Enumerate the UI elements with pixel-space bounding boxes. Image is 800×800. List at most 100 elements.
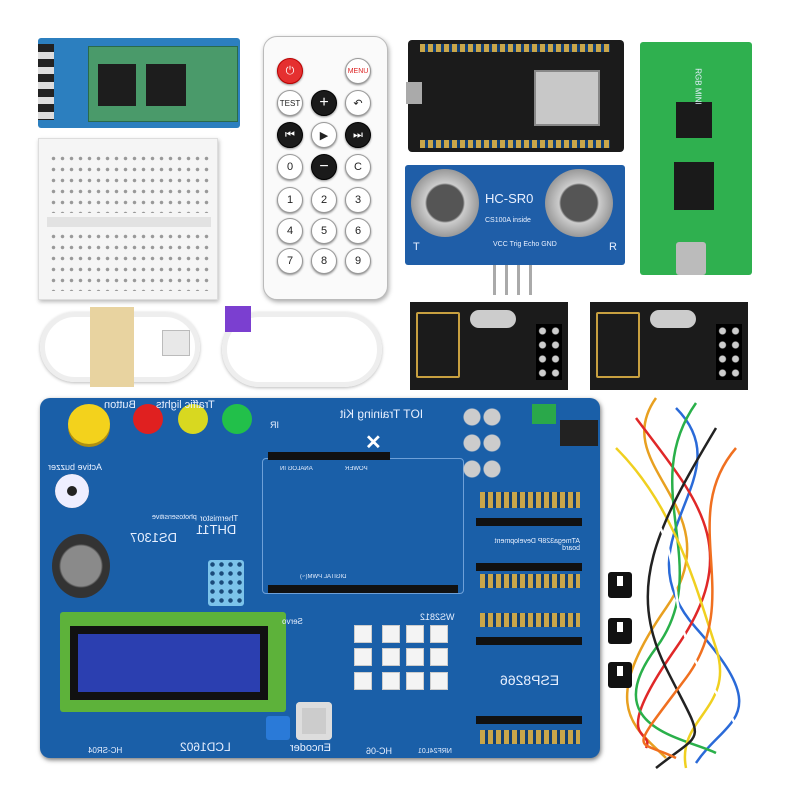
digit-7[interactable]: 7 bbox=[277, 248, 303, 274]
chip-label: CS100A inside bbox=[485, 217, 531, 224]
terminal-block bbox=[532, 404, 556, 424]
cable-tag bbox=[90, 307, 134, 387]
title-label: IOT Training Kit bbox=[340, 407, 424, 421]
dht11-label: DHT11 bbox=[196, 522, 237, 537]
digit-3[interactable]: 3 bbox=[345, 187, 371, 213]
antenna bbox=[596, 312, 640, 378]
arduino-nano-board: RGB MINI bbox=[640, 42, 752, 275]
capacitors bbox=[462, 404, 502, 484]
yellow-led bbox=[178, 404, 208, 434]
usb-c-port bbox=[676, 242, 706, 275]
header bbox=[476, 716, 582, 724]
digit-9[interactable]: 9 bbox=[345, 248, 371, 274]
minus-button[interactable]: − bbox=[311, 154, 337, 180]
power-label: POWER bbox=[345, 466, 368, 472]
rgb-led bbox=[354, 625, 372, 643]
pin-row bbox=[480, 492, 580, 508]
coin-battery bbox=[52, 534, 110, 598]
wire bbox=[625, 486, 740, 759]
bluetooth-module bbox=[38, 38, 240, 128]
pin-row bbox=[480, 613, 580, 627]
transducer bbox=[545, 169, 613, 237]
chip bbox=[676, 102, 712, 138]
play-icon[interactable]: ▶ bbox=[311, 122, 337, 148]
green-led bbox=[222, 404, 252, 434]
lcd-display bbox=[78, 634, 260, 692]
header bbox=[476, 637, 582, 645]
digit-5[interactable]: 5 bbox=[311, 218, 337, 244]
traffic-lights-label: Traffic lights bbox=[156, 399, 215, 411]
c-button[interactable]: C bbox=[345, 154, 371, 180]
yellow-button[interactable] bbox=[68, 404, 110, 444]
header bbox=[476, 563, 582, 571]
rgb-led bbox=[406, 625, 424, 643]
rgb-led bbox=[406, 648, 424, 666]
nrf24-module bbox=[590, 302, 748, 390]
pins bbox=[536, 324, 562, 380]
servo-label: Servo bbox=[282, 617, 303, 626]
ultrasonic-sensor: HC-SR0 CS100A inside VCC Trig Echo GND T… bbox=[405, 165, 625, 265]
wire bbox=[667, 407, 741, 764]
ds1307-label: DS1307 bbox=[130, 530, 177, 545]
plus-button[interactable]: + bbox=[311, 90, 337, 116]
chip bbox=[98, 64, 136, 106]
zero-button[interactable]: 0 bbox=[277, 154, 303, 180]
rgb-led bbox=[382, 648, 400, 666]
digit-1[interactable]: 1 bbox=[277, 187, 303, 213]
next-icon[interactable]: ⏭ bbox=[345, 122, 371, 148]
rgb-led bbox=[382, 672, 400, 690]
header bbox=[268, 585, 458, 593]
red-led bbox=[133, 404, 163, 434]
hc06-label: HC-06 bbox=[366, 746, 393, 756]
jumper-cap bbox=[608, 572, 632, 598]
usb-plug-purple bbox=[225, 306, 251, 332]
digit-8[interactable]: 8 bbox=[311, 248, 337, 274]
lcd1602 bbox=[60, 612, 286, 712]
encoder-label: Encoder bbox=[290, 742, 331, 754]
crystal bbox=[470, 310, 516, 328]
pin-row bbox=[480, 730, 580, 744]
wire bbox=[634, 402, 717, 755]
mini-breadboard bbox=[38, 138, 218, 300]
wire bbox=[646, 427, 718, 769]
holes-top bbox=[49, 153, 209, 213]
usb-plug bbox=[162, 330, 190, 356]
nano-label: RGB MINI bbox=[693, 68, 703, 105]
rgb-led bbox=[382, 625, 400, 643]
digit-6[interactable]: 6 bbox=[345, 218, 371, 244]
jumper-wires bbox=[615, 397, 741, 769]
r-label: R bbox=[609, 241, 617, 253]
menu-button[interactable]: MENU bbox=[345, 58, 371, 84]
digit-2[interactable]: 2 bbox=[311, 187, 337, 213]
nrf-label: NRF24L01 bbox=[418, 748, 452, 755]
header bbox=[268, 452, 332, 460]
jumper-cap bbox=[608, 618, 632, 644]
header bbox=[476, 518, 582, 526]
back-arrow-icon[interactable]: ↶ bbox=[345, 90, 371, 116]
crystal bbox=[650, 310, 696, 328]
buzzer-label: Active buzzer bbox=[48, 462, 103, 472]
power-icon[interactable]: ⏻ bbox=[277, 58, 303, 84]
rgb-led bbox=[354, 648, 372, 666]
esp-module bbox=[534, 70, 600, 126]
header bbox=[330, 452, 390, 460]
potentiometer[interactable] bbox=[266, 716, 290, 740]
nrf24-module bbox=[410, 302, 568, 390]
jumper-cap bbox=[608, 662, 632, 688]
usb-c-cable bbox=[222, 312, 382, 387]
buzzer bbox=[55, 474, 89, 508]
center-channel bbox=[47, 217, 211, 227]
photosensitive-label: photosensitive bbox=[152, 514, 197, 521]
pin-row bbox=[480, 574, 580, 588]
rotary-encoder[interactable] bbox=[296, 702, 332, 740]
rgb-led bbox=[406, 672, 424, 690]
test-button[interactable]: TEST bbox=[277, 90, 303, 116]
button-label: Button bbox=[104, 399, 136, 411]
prev-icon[interactable]: ⏮ bbox=[277, 122, 303, 148]
lcd-label: LCD1602 bbox=[180, 740, 231, 754]
rgb-led bbox=[354, 672, 372, 690]
pin-header bbox=[38, 44, 54, 120]
digit-4[interactable]: 4 bbox=[277, 218, 303, 244]
pin-header bbox=[420, 140, 610, 148]
wire bbox=[635, 417, 712, 749]
